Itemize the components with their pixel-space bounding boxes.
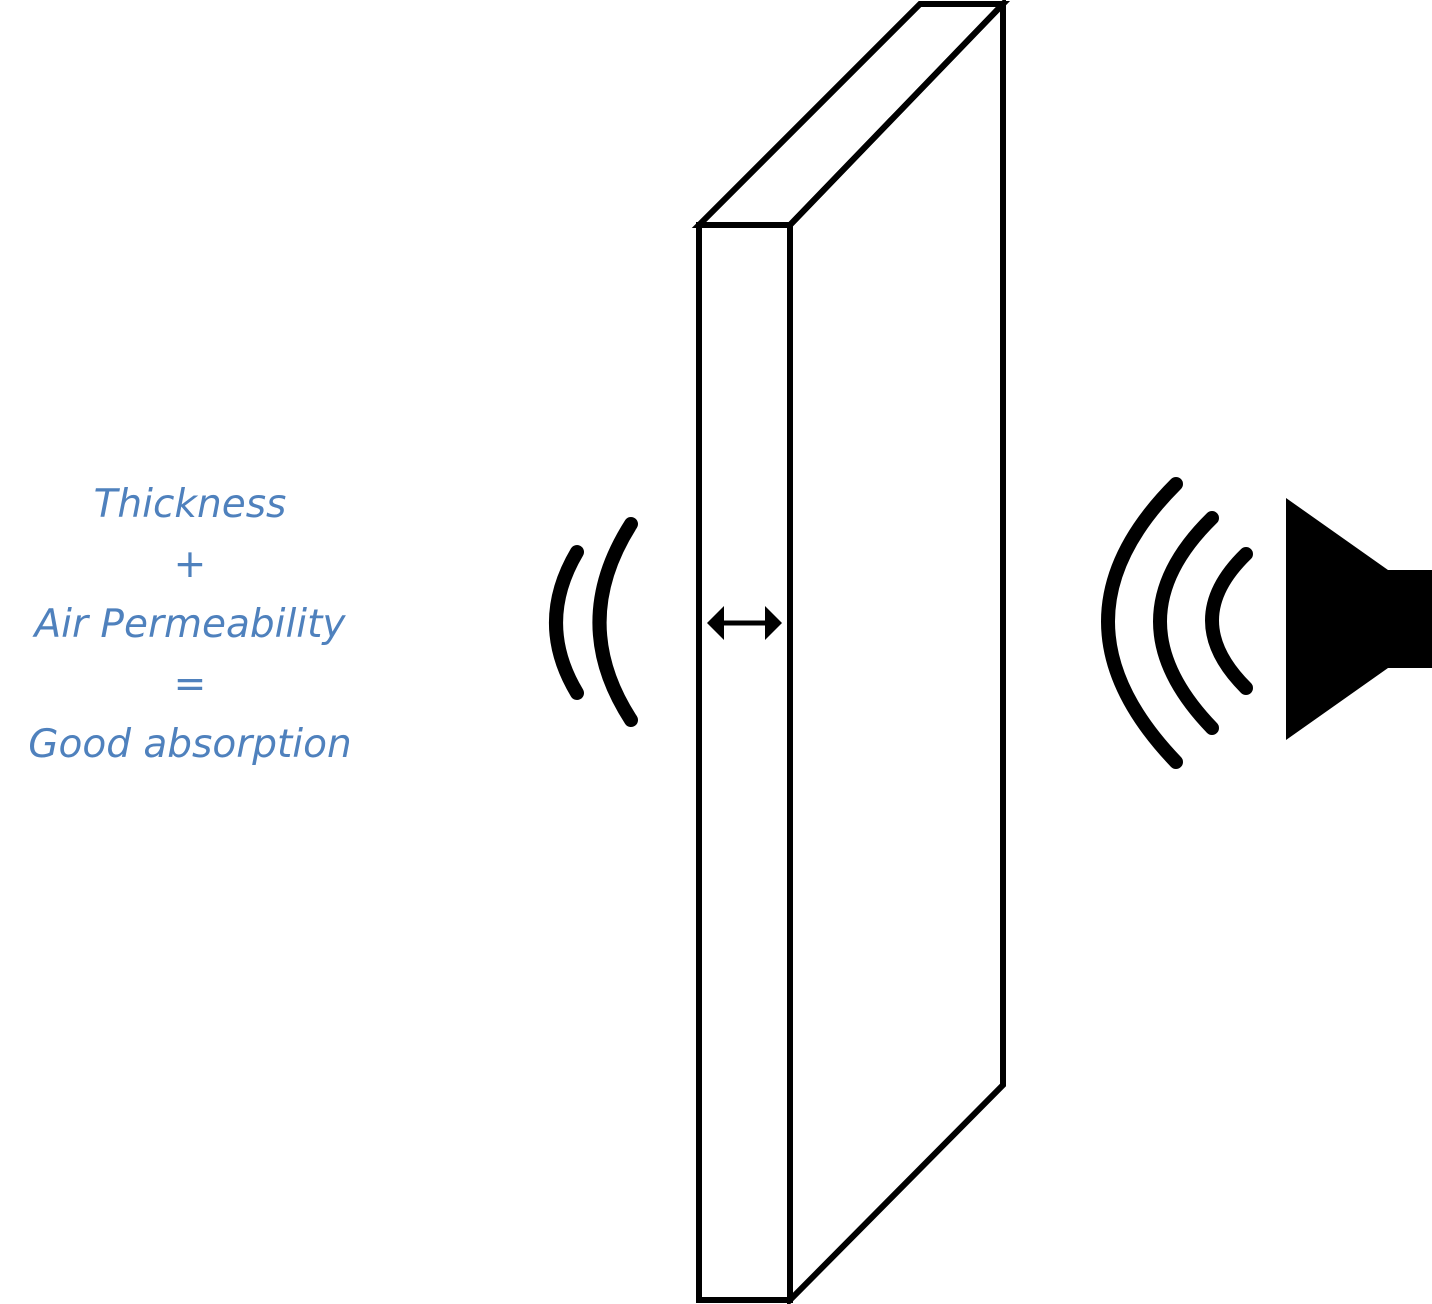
caption-line-plus: + (173, 542, 207, 587)
thickness-arrow-icon (707, 606, 782, 640)
absorbed-sound-waves-icon (549, 517, 638, 727)
caption-line-thickness: Thickness (93, 482, 287, 527)
absorber-panel (691, 0, 1011, 1304)
panel-front-face (696, 222, 793, 1303)
emitted-sound-waves-icon (1101, 477, 1253, 769)
panel-top-face (691, 1, 1011, 228)
caption-line-air-permeability: Air Permeability (34, 602, 346, 647)
caption-line-good-absorption: Good absorption (28, 722, 352, 767)
caption-line-equals: = (173, 662, 207, 707)
panel-side-face (787, 0, 1006, 1304)
speaker-icon (1286, 498, 1432, 740)
